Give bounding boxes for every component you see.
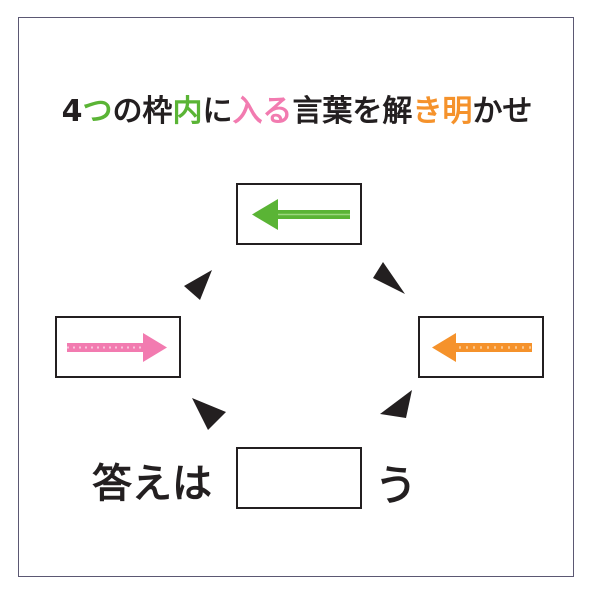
right-box: [418, 316, 544, 378]
puzzle-title: 4つの枠内に入る言葉を解き明かせ: [0, 86, 594, 130]
top-box: [236, 183, 362, 245]
title-part: 内: [172, 94, 203, 129]
triangle-bottom-left-icon: [192, 398, 226, 430]
triangle-top-right-icon: [373, 262, 405, 294]
answer-prefix: 答えは: [92, 461, 212, 507]
triangle-bottom-right-icon: [380, 390, 412, 418]
answer-suffix: う: [375, 461, 418, 510]
green-left-arrow-icon: [252, 199, 350, 230]
orange-left-arrow-icon: [432, 333, 532, 362]
title-part: かせ: [472, 94, 533, 129]
title-part: つ: [82, 94, 113, 129]
pink-right-arrow-icon: [67, 333, 167, 362]
title-part: に: [202, 94, 233, 129]
title-part: 4: [61, 94, 83, 129]
answer-box[interactable]: [236, 447, 362, 509]
left-box: [55, 316, 181, 378]
title-part: 言葉を解: [292, 94, 413, 129]
title-part: き明: [412, 94, 473, 129]
title-part: の枠: [112, 94, 173, 129]
title-part: 入る: [232, 94, 293, 129]
triangle-top-left-icon: [184, 270, 212, 300]
